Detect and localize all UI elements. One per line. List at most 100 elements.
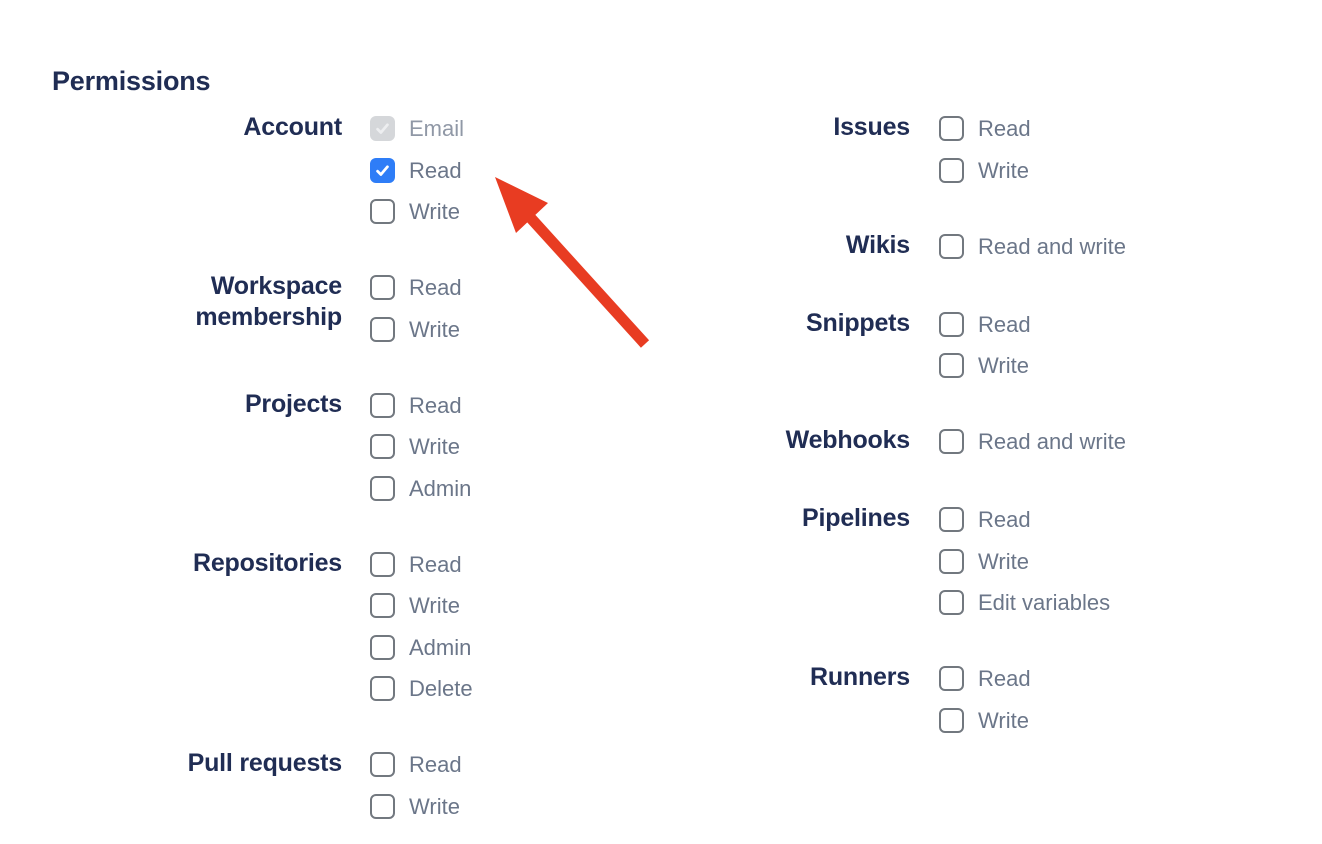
pull-requests-read-checkbox[interactable] <box>370 752 395 777</box>
group-label-workspace-membership: Workspace membership <box>195 272 342 331</box>
checkbox-row-pull-requests-read[interactable]: Read <box>370 752 462 777</box>
checkbox-row-workspace-membership-read[interactable]: Read <box>370 275 462 300</box>
repositories-delete-checkbox[interactable] <box>370 676 395 701</box>
checkbox-row-webhooks-read-and-write[interactable]: Read and write <box>939 429 1126 454</box>
checkbox-label-account-read: Read <box>409 157 462 183</box>
checkbox-label-snippets-write: Write <box>978 353 1029 378</box>
checkbox-row-pipelines-write[interactable]: Write <box>939 548 1110 574</box>
checkbox-label-pipelines-write: Write <box>978 548 1029 574</box>
checkbox-row-snippets-write[interactable]: Write <box>939 353 1031 378</box>
checkbox-label-account-write: Write <box>409 199 460 224</box>
checkbox-row-repositories-read[interactable]: Read <box>370 551 473 577</box>
checkbox-label-webhooks-read-and-write: Read and write <box>978 429 1126 454</box>
account-write-checkbox[interactable] <box>370 199 395 224</box>
checkbox-label-wikis-read-and-write: Read and write <box>978 233 1126 259</box>
projects-write-checkbox[interactable] <box>370 434 395 459</box>
pipelines-write-checkbox[interactable] <box>939 548 964 574</box>
runners-write-checkbox[interactable] <box>939 707 964 733</box>
workspace-membership-write-checkbox[interactable] <box>370 316 395 342</box>
checkbox-label-pipelines-edit-variables: Edit variables <box>978 590 1111 615</box>
repositories-admin-checkbox[interactable] <box>370 634 395 660</box>
checkbox-row-account-read[interactable]: Read <box>370 157 464 183</box>
checkbox-label-pull-requests-read: Read <box>409 752 462 777</box>
page-title: Permissions <box>52 66 211 97</box>
options-wikis: Read and write <box>939 233 1126 259</box>
webhooks-read-and-write-checkbox[interactable] <box>939 429 964 454</box>
group-label-repositories: Repositories <box>192 548 342 577</box>
pipelines-read-checkbox[interactable] <box>939 507 964 532</box>
checkbox-row-pipelines-edit-variables[interactable]: Edit variables <box>939 590 1110 615</box>
checkbox-label-projects-admin: Admin <box>409 475 472 501</box>
repositories-read-checkbox[interactable] <box>370 551 395 577</box>
checkbox-label-pipelines-read: Read <box>978 507 1031 532</box>
workspace-membership-read-checkbox[interactable] <box>370 275 395 300</box>
checkbox-row-repositories-admin[interactable]: Admin <box>370 634 473 660</box>
checkbox-row-repositories-delete[interactable]: Delete <box>370 676 473 701</box>
checkbox-row-pipelines-read[interactable]: Read <box>939 507 1110 532</box>
checkbox-row-account-write[interactable]: Write <box>370 199 464 224</box>
checkbox-row-runners-read[interactable]: Read <box>939 666 1031 691</box>
pipelines-edit-variables-checkbox[interactable] <box>939 590 964 615</box>
issues-write-checkbox[interactable] <box>939 157 964 183</box>
checkbox-row-runners-write[interactable]: Write <box>939 707 1031 733</box>
checkbox-label-repositories-admin: Admin <box>409 634 472 660</box>
checkbox-row-projects-read[interactable]: Read <box>370 392 471 418</box>
checkbox-row-issues-read[interactable]: Read <box>939 116 1031 141</box>
checkbox-label-pull-requests-write: Write <box>409 793 460 819</box>
group-label-webhooks: Webhooks <box>785 426 911 454</box>
issues-read-checkbox[interactable] <box>939 116 964 141</box>
group-label-issues: Issues <box>833 113 910 141</box>
checkbox-row-repositories-write[interactable]: Write <box>370 593 473 618</box>
checkbox-label-projects-write: Write <box>409 434 460 459</box>
projects-admin-checkbox[interactable] <box>370 475 395 501</box>
checkbox-row-projects-write[interactable]: Write <box>370 434 471 459</box>
group-label-account: Account <box>243 113 342 141</box>
checkbox-label-runners-read: Read <box>978 666 1031 691</box>
checkbox-row-workspace-membership-write[interactable]: Write <box>370 316 462 342</box>
checkbox-label-workspace-membership-read: Read <box>409 275 462 300</box>
checkbox-row-snippets-read[interactable]: Read <box>939 311 1031 337</box>
projects-read-checkbox[interactable] <box>370 392 395 418</box>
checkbox-label-issues-read: Read <box>978 116 1031 141</box>
pull-requests-write-checkbox[interactable] <box>370 793 395 819</box>
account-email-checkbox-checked-disabled <box>370 116 395 141</box>
checkbox-label-account-email: Email <box>409 116 465 141</box>
account-read-checkbox-checked[interactable] <box>370 157 395 183</box>
checkbox-label-repositories-write: Write <box>409 593 460 618</box>
checkbox-row-issues-write[interactable]: Write <box>939 157 1031 183</box>
group-label-projects: Projects <box>244 389 342 418</box>
checkbox-row-projects-admin[interactable]: Admin <box>370 475 472 501</box>
snippets-write-checkbox[interactable] <box>939 353 964 378</box>
checkbox-label-projects-read: Read <box>409 392 462 418</box>
runners-read-checkbox[interactable] <box>939 666 964 691</box>
group-webhooks: Webhooks Read and write <box>735 426 1126 456</box>
group-label-runners: Runners <box>809 663 910 691</box>
checkbox-row-pull-requests-write[interactable]: Write <box>370 793 462 819</box>
group-label-snippets: Snippets <box>806 308 910 337</box>
checkbox-label-runners-write: Write <box>978 707 1029 733</box>
wikis-read-and-write-checkbox[interactable] <box>939 233 964 259</box>
repositories-write-checkbox[interactable] <box>370 593 395 618</box>
checkbox-label-workspace-membership-write: Write <box>409 316 460 342</box>
checkbox-row-wikis-read-and-write[interactable]: Read and write <box>939 233 1126 259</box>
group-label-wikis: Wikis <box>845 230 910 259</box>
checkbox-label-snippets-read: Read <box>978 311 1031 337</box>
snippets-read-checkbox[interactable] <box>939 311 964 337</box>
